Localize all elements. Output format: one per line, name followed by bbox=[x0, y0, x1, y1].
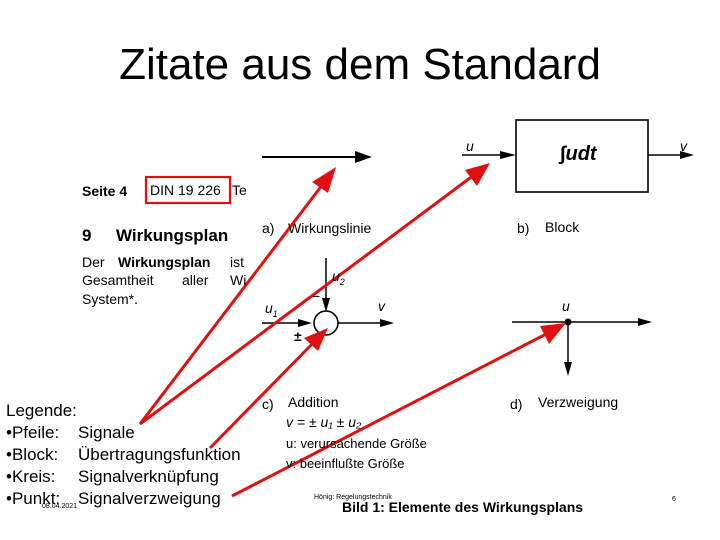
standard-highlight-box bbox=[144, 175, 232, 205]
footer-date: 08.04.2021 bbox=[42, 503, 78, 510]
block-diagram bbox=[462, 119, 694, 193]
branch-diagram bbox=[512, 318, 652, 376]
body-text-word: aller bbox=[182, 272, 209, 288]
body-text-word: Der bbox=[82, 254, 105, 270]
body-text-word: ist bbox=[230, 254, 244, 270]
label-d: d) bbox=[510, 396, 523, 412]
legend-item: •Block:Übertragungsfunktion bbox=[6, 445, 241, 464]
addition-output-label: v bbox=[378, 298, 385, 314]
section-number: 9 bbox=[82, 226, 92, 245]
integral-symbol: ∫udt bbox=[560, 143, 597, 165]
body-text-word: Wi bbox=[230, 272, 247, 288]
slide-title: Zitate aus dem Standard bbox=[119, 40, 601, 89]
body-text-word: Gesamtheit bbox=[82, 272, 154, 288]
caption-addition: Addition bbox=[288, 394, 339, 410]
legend-item: •Kreis:Signalverknüpfung bbox=[6, 467, 219, 486]
label-a: a) bbox=[262, 220, 275, 236]
var-u2: u2 bbox=[332, 268, 345, 287]
label-b: b) bbox=[517, 220, 530, 236]
block-output-label: v bbox=[680, 138, 687, 154]
caption-verzweigung: Verzweigung bbox=[538, 394, 619, 410]
plusminus-sign: ± bbox=[294, 328, 302, 344]
arrow-head bbox=[304, 328, 328, 351]
page-number: 6 bbox=[672, 496, 676, 503]
definition-v: v: beeinflußte Größe bbox=[286, 456, 405, 471]
branch-input-label: u bbox=[562, 298, 570, 314]
standard-number: DIN 19 226 bbox=[150, 182, 221, 198]
figure-caption: Bild 1: Elemente des Wirkungsplans bbox=[342, 499, 584, 515]
page-reference: Seite 4 bbox=[82, 183, 128, 199]
addition-formula: v = ± u₁ ± u₂ bbox=[286, 414, 362, 430]
legend-heading: Legende: bbox=[6, 401, 77, 420]
block-input-label: u bbox=[466, 138, 474, 154]
legend-item: •Pfeile:Signale bbox=[6, 423, 135, 442]
footer-author: Hönig: Regelungstechnik bbox=[314, 494, 392, 501]
definition-u: u: verursachende Größe bbox=[286, 436, 427, 451]
arrow-punkt-to-branch bbox=[231, 328, 555, 498]
arrow-head bbox=[465, 163, 490, 186]
arrow-kreis-to-circle bbox=[208, 336, 320, 450]
body-text-bold: Wirkungsplan bbox=[118, 254, 211, 270]
minus-sign: − bbox=[312, 288, 321, 304]
legend-item: •Punkt:Signalverzweigung bbox=[6, 489, 221, 508]
annotation-arrows bbox=[138, 163, 566, 498]
caption-wirkungslinie: Wirkungslinie bbox=[288, 220, 372, 236]
caption-block: Block bbox=[545, 219, 580, 235]
var-u1: u1 bbox=[265, 300, 278, 319]
standard-tail: Te bbox=[232, 182, 247, 198]
arrow-head bbox=[540, 323, 566, 344]
arrow-block-to-block bbox=[139, 170, 479, 426]
section-title: Wirkungsplan bbox=[116, 226, 229, 245]
arrow-head bbox=[312, 167, 336, 193]
transfer-block bbox=[515, 119, 649, 193]
label-c: c) bbox=[262, 396, 274, 412]
body-text-word: System*. bbox=[82, 291, 139, 307]
arrow-pfeile-to-line bbox=[138, 179, 328, 425]
wirkungslinie-arrow bbox=[262, 151, 372, 163]
summation-circle-diagram bbox=[262, 258, 394, 336]
